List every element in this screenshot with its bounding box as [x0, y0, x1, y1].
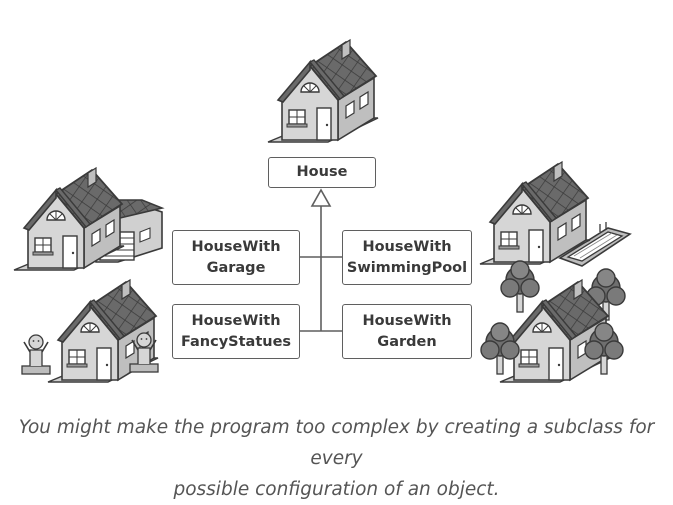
class-box-house-with-garage: HouseWith Garage [172, 230, 300, 285]
figure-caption: You might make the program too complex b… [18, 417, 655, 500]
statues-house-illustration [21, 279, 159, 383]
diagram-svg [13, 39, 632, 383]
garage-house-illustration [13, 167, 165, 271]
diagram-canvas: House HouseWith Garage HouseWith Swimmin… [13, 39, 654, 500]
class-box-house-with-garden: HouseWith Garden [342, 304, 472, 359]
class-box-house-with-fancy-statues: HouseWith FancyStatues [172, 304, 300, 359]
pool-house-illustration [479, 161, 632, 267]
garden-house-illustration [480, 260, 626, 383]
class-box-house-with-swimming-pool: HouseWith SwimmingPool [342, 230, 472, 285]
base-house-illustration [267, 39, 379, 143]
inheritance-arrowhead [310, 188, 332, 207]
class-box-house: House [268, 157, 376, 188]
inheritance-connectors [300, 206, 342, 332]
